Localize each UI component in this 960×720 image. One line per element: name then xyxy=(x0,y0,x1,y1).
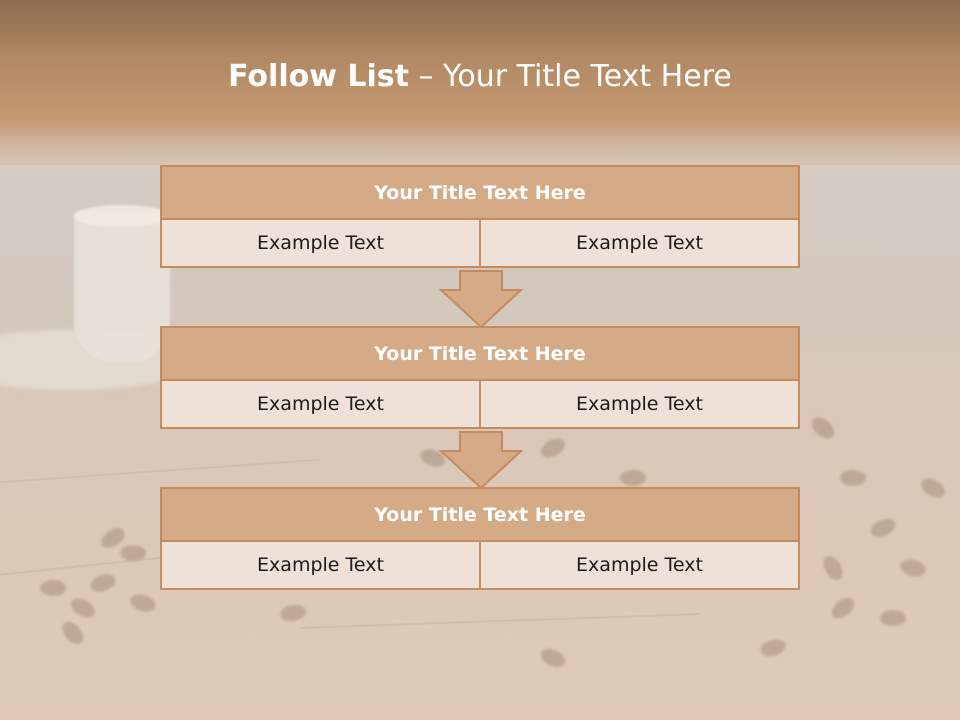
block-header: Your Title Text Here xyxy=(160,326,800,381)
block-header: Your Title Text Here xyxy=(160,165,800,220)
coffee-bean xyxy=(840,470,866,486)
block-row: Example Text Example Text xyxy=(160,379,800,429)
block-cell-left: Example Text xyxy=(162,381,481,427)
coffee-bean xyxy=(120,545,146,561)
coffee-bean xyxy=(40,580,66,596)
down-arrow-icon xyxy=(438,431,524,489)
cup-shape xyxy=(74,212,170,362)
block-cell-right: Example Text xyxy=(576,554,703,576)
coffee-bean xyxy=(880,610,906,626)
slide-title-bold: Follow List xyxy=(228,59,409,94)
block-title: Your Title Text Here xyxy=(374,342,586,365)
slide-title-rest: – Your Title Text Here xyxy=(408,59,732,94)
block-title: Your Title Text Here xyxy=(374,503,586,526)
list-block-2: Your Title Text Here Example Text Exampl… xyxy=(160,326,800,429)
background-top-band xyxy=(0,0,960,170)
block-cell-left: Example Text xyxy=(162,220,481,266)
cup-rim-shape xyxy=(74,205,170,227)
block-cell-left: Example Text xyxy=(162,542,481,588)
slide-title: Follow List – Your Title Text Here xyxy=(0,55,960,99)
list-block-3: Your Title Text Here Example Text Exampl… xyxy=(160,487,800,590)
block-header: Your Title Text Here xyxy=(160,487,800,542)
block-cell-right: Example Text xyxy=(576,393,703,415)
down-arrow-icon xyxy=(438,270,524,328)
block-row: Example Text Example Text xyxy=(160,218,800,268)
block-title: Your Title Text Here xyxy=(374,181,586,204)
block-cell-right: Example Text xyxy=(576,232,703,254)
list-block-1: Your Title Text Here Example Text Exampl… xyxy=(160,165,800,268)
coffee-bean xyxy=(620,470,646,486)
block-row: Example Text Example Text xyxy=(160,540,800,590)
